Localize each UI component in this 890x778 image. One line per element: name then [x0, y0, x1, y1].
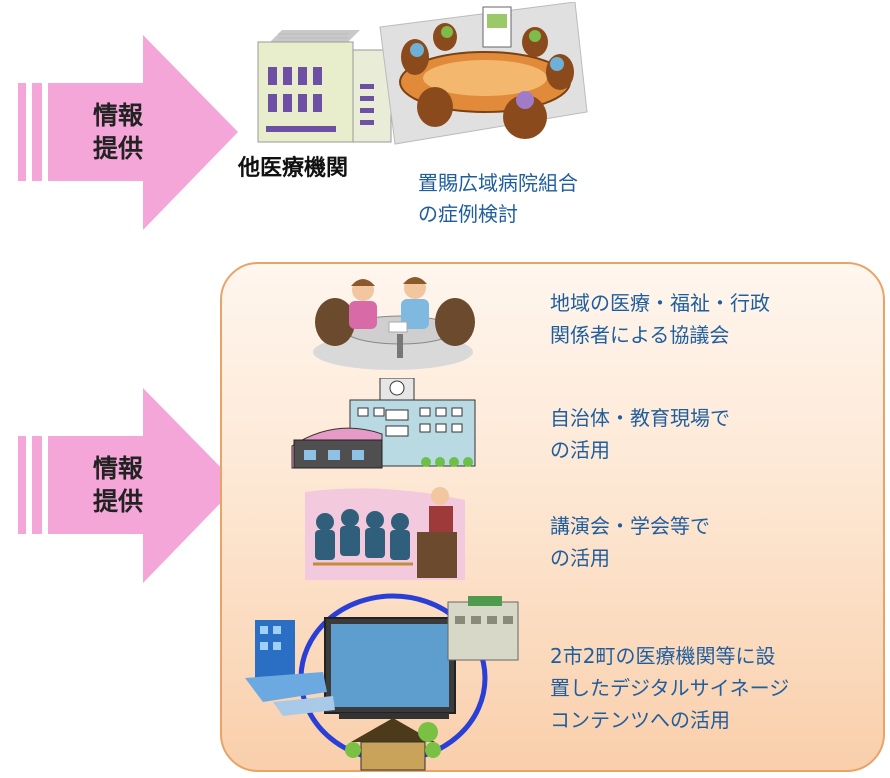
item-line2: の活用: [550, 438, 610, 462]
panel-item-lecture: 講演会・学会等で の活用: [550, 510, 710, 574]
item-line2: 関係者による協議会: [550, 323, 730, 347]
item-line2: 置したデジタルサイネージ: [550, 676, 790, 700]
info-arrow-bottom: 情報 提供: [18, 388, 238, 583]
other-institutions-label: 他医療機関: [238, 156, 349, 181]
item-line1: 地域の医療・福祉・行政: [550, 291, 770, 315]
school-building-icon: [290, 377, 485, 470]
arrow-label-line2: 提供: [92, 487, 143, 516]
item-line1: 講演会・学会等で: [550, 514, 710, 538]
panel-item-signage: 2市2町の医療機関等に設 置したデジタルサイネージ コンテンツへの活用: [550, 640, 789, 736]
panel-item-municipality: 自治体・教育現場で の活用: [550, 402, 730, 466]
meeting-icon: [305, 272, 480, 377]
arrow-label-line1: 情報: [92, 454, 143, 483]
item-line3: コンテンツへの活用: [550, 708, 730, 732]
conference-room-icon: [375, 1, 590, 147]
item-line2: の活用: [550, 546, 610, 570]
arrow-label-line1: 情報: [92, 101, 143, 130]
info-arrow-top: 情報 提供: [18, 35, 238, 230]
case-review-line2: の症例検討: [418, 202, 518, 226]
item-line1: 自治体・教育現場で: [550, 406, 730, 430]
case-review-line1: 置賜広域病院組合: [418, 171, 578, 195]
panel-item-council: 地域の医療・福祉・行政 関係者による協議会: [550, 287, 770, 351]
lecture-icon: [305, 482, 480, 580]
digital-signage-icon: [243, 592, 543, 774]
item-line1: 2市2町の医療機関等に設: [550, 644, 776, 668]
case-review-label: 置賜広域病院組合 の症例検討: [418, 168, 578, 230]
arrow-label-line2: 提供: [92, 134, 143, 163]
